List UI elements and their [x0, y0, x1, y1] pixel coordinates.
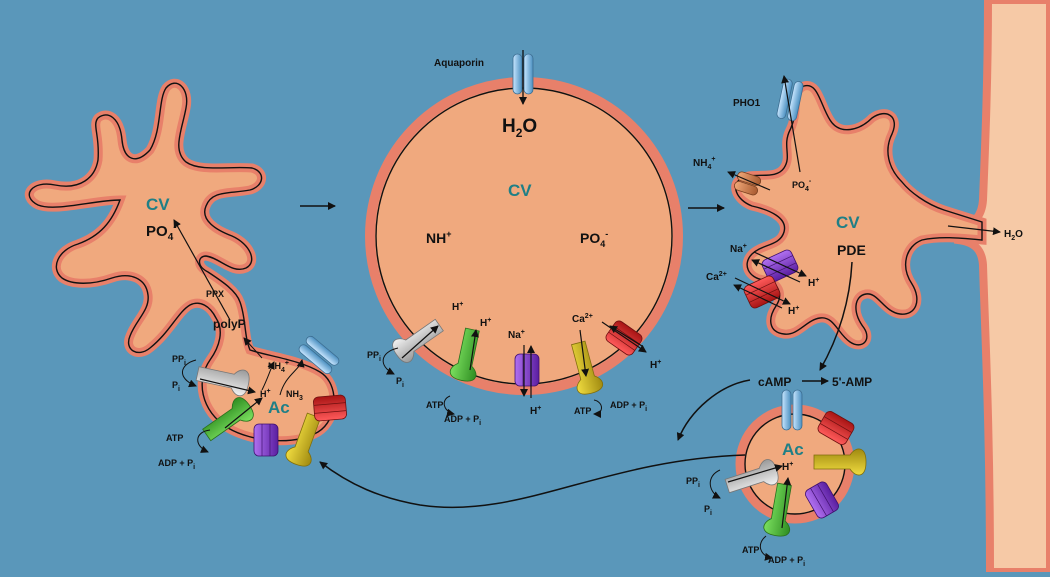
arrow-icon — [579, 329, 590, 377]
middle-nh4-label: NH+ — [426, 229, 452, 246]
polyp-label: polyP — [213, 317, 246, 331]
bottom-right-ac-label: Ac — [782, 440, 804, 459]
arrow-icon — [753, 251, 807, 277]
arrow-icon — [727, 171, 771, 191]
middle-atp-b-label: ATP — [574, 406, 591, 416]
sodium-channel-icon — [253, 423, 279, 457]
left-ppi-label: PPi — [172, 354, 186, 367]
right-na-label: Na+ — [730, 243, 747, 255]
bottom-right-pi-label: Pi — [704, 504, 712, 517]
arrow-icon — [173, 219, 231, 321]
arrow-icon — [751, 259, 801, 283]
middle-atp-a-label: ATP — [426, 400, 443, 410]
arrow-icon — [443, 395, 455, 417]
arrow-icon — [727, 464, 783, 483]
left-contractile-vacuole — [24, 78, 339, 446]
bottom-right-h-label: H+ — [782, 461, 793, 473]
middle-h-b-label: H+ — [480, 317, 491, 329]
left-nh3-label: NH3 — [286, 389, 303, 402]
middle-ppi-label: PPi — [367, 350, 381, 363]
right-cv-label: CV — [836, 213, 860, 232]
bottom-right-atp-label: ATP — [742, 545, 759, 555]
left-po4-label: PO4- — [146, 222, 177, 243]
pho1-label: PHO1 — [733, 98, 761, 109]
middle-cv-label: CV — [508, 181, 532, 200]
left-atp-label: ATP — [166, 433, 183, 443]
camp-label: cAMP — [758, 375, 791, 389]
middle-po4-label: PO4- — [580, 229, 608, 249]
right-h2o-label: H2O — [1004, 229, 1023, 242]
left-pi-label: Pi — [172, 380, 180, 393]
left-cv-label: CV — [146, 195, 170, 214]
right-h-a-label: H+ — [808, 277, 819, 289]
left-adp-label: ADP + Pi — [158, 458, 195, 471]
bottom-right-adp-label: ADP + Pi — [768, 555, 805, 568]
right-h-b-label: H+ — [788, 305, 799, 317]
ppx-label: PPX — [206, 289, 224, 299]
arrow-icon — [734, 277, 791, 305]
arrow-icon — [676, 379, 751, 441]
exchanger-icon — [312, 394, 348, 422]
middle-h-a-label: H+ — [452, 301, 463, 313]
right-po4-label: PO4- — [792, 178, 812, 193]
arrow-icon — [781, 75, 801, 173]
arrow-icon — [593, 399, 602, 418]
arrow-icon — [781, 477, 792, 529]
left-h-label: H+ — [260, 388, 271, 399]
arrow-icon — [469, 329, 479, 371]
right-cv-inner-line — [734, 84, 983, 346]
amp-label: 5'-AMP — [832, 375, 872, 389]
middle-adp-b-label: ADP + Pi — [610, 400, 647, 413]
arrow-icon — [319, 454, 746, 509]
sodium-channel-icon — [514, 353, 540, 387]
arrow-icon — [733, 284, 783, 309]
bottom-right-ppi-label: PPi — [686, 476, 700, 489]
arrow-icon — [261, 361, 275, 391]
left-nh4-label: NH4+ — [268, 360, 289, 374]
arrow-icon — [224, 397, 263, 429]
arrow-icon — [279, 359, 305, 396]
arrow-icon — [401, 325, 439, 359]
arrow-icon — [199, 378, 256, 395]
arrow-icon — [197, 429, 211, 453]
middle-na-label: Na+ — [508, 329, 525, 341]
arrow-icon — [243, 337, 263, 359]
arrow-icon — [759, 535, 773, 561]
left-ac-label: Ac — [268, 398, 290, 417]
middle-ca-label: Ca2+ — [572, 313, 593, 325]
arrow-icon — [182, 359, 197, 388]
left-cv-inner-line — [28, 82, 335, 442]
arrow-icon — [819, 261, 853, 371]
middle-pi-label: Pi — [396, 376, 404, 389]
arrow-icon — [382, 347, 399, 375]
middle-adp-a-label: ADP + Pi — [444, 414, 481, 427]
middle-h-c-label: H+ — [530, 405, 541, 417]
right-ca-label: Ca2+ — [706, 271, 727, 283]
right-nh4-label: NH4+ — [693, 156, 715, 171]
arrow-icon — [947, 225, 1001, 236]
pde-label: PDE — [837, 242, 866, 258]
arrow-icon — [709, 469, 721, 499]
aquaporin-label: Aquaporin — [434, 58, 484, 69]
plasma-membrane — [954, 0, 1050, 576]
arrow-icon — [609, 325, 643, 347]
middle-h-d-label: H+ — [650, 359, 661, 371]
middle-h2o-label: H2O — [502, 116, 537, 140]
